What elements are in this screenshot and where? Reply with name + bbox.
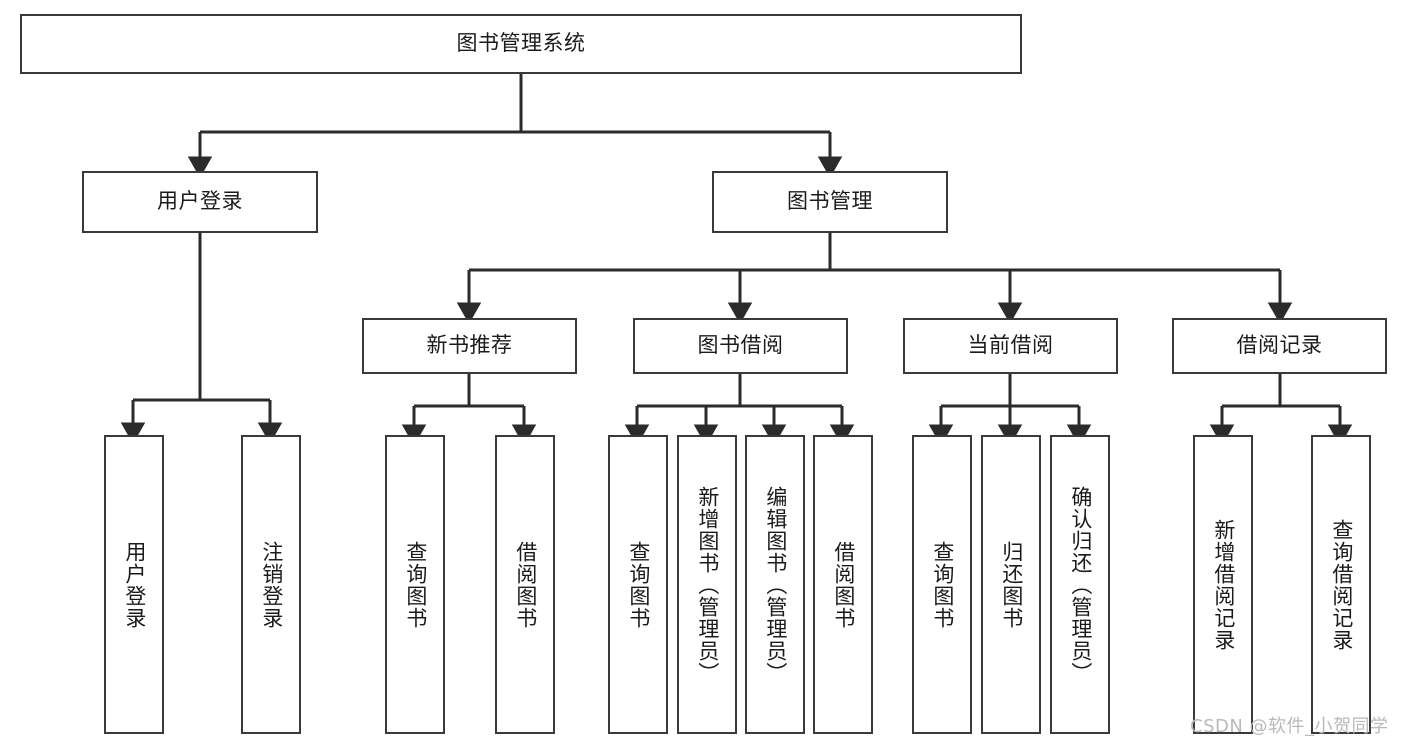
leaf-new-book-borrow[interactable]: 借阅图书	[495, 435, 555, 734]
node-new-book-recommend-label: 新书推荐	[426, 333, 513, 358]
node-current-borrow[interactable]: 当前借阅	[903, 318, 1118, 374]
node-current-borrow-label: 当前借阅	[967, 333, 1054, 358]
leaf-user-login-logout[interactable]: 注销登录	[241, 435, 301, 734]
node-borrow-records-label: 借阅记录	[1236, 333, 1323, 358]
leaf-current-borrow-query-label: 查询图书	[930, 540, 955, 629]
node-book-management[interactable]: 图书管理	[712, 171, 948, 233]
leaf-borrow-records-add[interactable]: 新增借阅记录	[1193, 435, 1253, 734]
node-root-book-management-system[interactable]: 图书管理系统	[20, 14, 1022, 74]
leaf-new-book-query[interactable]: 查询图书	[385, 435, 445, 734]
csdn-watermark: CSDN @软件_小贺同学	[1190, 716, 1389, 737]
leaf-book-borrow-borrow[interactable]: 借阅图书	[813, 435, 873, 734]
leaf-book-borrow-add[interactable]: 新增图书（管理员）	[677, 435, 737, 734]
leaf-book-borrow-add-label: 新增图书（管理员）	[695, 485, 720, 684]
leaf-current-borrow-query[interactable]: 查询图书	[912, 435, 972, 734]
leaf-user-login-logout-label: 注销登录	[259, 540, 284, 629]
leaf-new-book-borrow-label: 借阅图书	[513, 540, 538, 629]
leaf-book-borrow-edit[interactable]: 编辑图书（管理员）	[745, 435, 805, 734]
leaf-book-borrow-query-label: 查询图书	[626, 540, 651, 629]
node-book-borrow-label: 图书借阅	[697, 333, 784, 358]
leaf-new-book-query-label: 查询图书	[403, 540, 428, 629]
leaf-current-borrow-return-label: 归还图书	[999, 540, 1024, 629]
node-book-borrow[interactable]: 图书借阅	[633, 318, 848, 374]
leaf-borrow-records-add-label: 新增借阅记录	[1211, 518, 1236, 651]
leaf-current-borrow-confirm-return[interactable]: 确认归还（管理员）	[1050, 435, 1110, 734]
leaf-book-borrow-borrow-label: 借阅图书	[831, 540, 856, 629]
node-new-book-recommend[interactable]: 新书推荐	[362, 318, 577, 374]
leaf-book-borrow-edit-label: 编辑图书（管理员）	[763, 485, 788, 684]
leaf-current-borrow-return[interactable]: 归还图书	[981, 435, 1041, 734]
leaf-borrow-records-query[interactable]: 查询借阅记录	[1311, 435, 1371, 734]
node-user-login-label: 用户登录	[157, 189, 243, 214]
leaf-current-borrow-confirm-return-label: 确认归还（管理员）	[1068, 485, 1093, 684]
leaf-user-login-login-label: 用户登录	[122, 540, 147, 629]
node-borrow-records[interactable]: 借阅记录	[1172, 318, 1387, 374]
node-user-login[interactable]: 用户登录	[82, 171, 318, 233]
node-root-label: 图书管理系统	[456, 31, 586, 56]
leaf-user-login-login[interactable]: 用户登录	[104, 435, 164, 734]
leaf-book-borrow-query[interactable]: 查询图书	[608, 435, 668, 734]
leaf-borrow-records-query-label: 查询借阅记录	[1329, 518, 1354, 651]
node-book-management-label: 图书管理	[787, 189, 873, 214]
